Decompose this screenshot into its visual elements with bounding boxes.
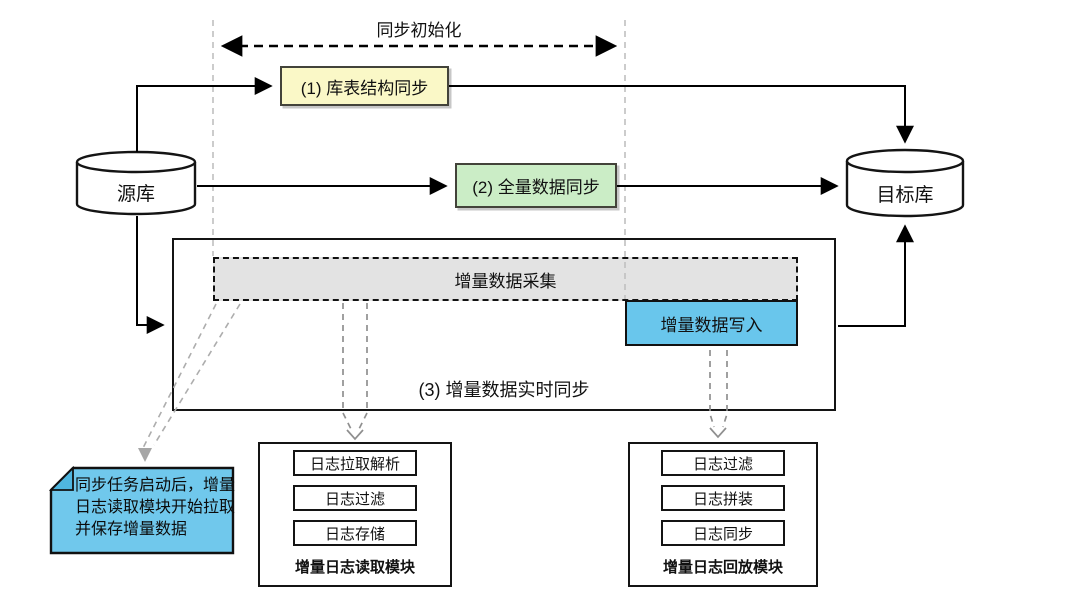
schema-to-target-arrow	[449, 85, 914, 144]
log-sync-label: 日志同步	[692, 525, 753, 543]
target-db-cylinder-icon	[845, 148, 965, 218]
note-line-3: 并保存增量数据	[75, 521, 188, 538]
incremental-capture-box: 增量数据采集	[213, 257, 798, 301]
incremental-to-target-arrow	[838, 224, 914, 327]
log-store-label: 日志存储	[324, 525, 385, 543]
schema-sync-box: (1) 库表结构同步	[280, 66, 449, 106]
note-text: 同步任务启动后，增量 日志读取模块开始拉取 并保存增量数据	[75, 475, 235, 541]
source-db: 源库	[75, 150, 197, 216]
sync-note: 同步任务启动后，增量 日志读取模块开始拉取 并保存增量数据	[48, 465, 235, 555]
log-replay-module-label: 增量日志回放模块	[662, 559, 783, 576]
target-db-label: 目标库	[876, 185, 934, 206]
incremental-write-label: 增量数据写入	[660, 315, 763, 335]
incremental-write-box: 增量数据写入	[625, 300, 798, 346]
full-data-sync-label: (2) 全量数据同步	[472, 178, 600, 197]
write-funnel-arrowhead-icon	[709, 427, 727, 439]
init-phase-label: 同步初始化	[376, 21, 462, 40]
note-line-1: 同步任务启动后，增量	[75, 477, 236, 494]
note-line-2: 日志读取模块开始拉取	[75, 499, 236, 516]
source-to-schema-arrow	[136, 77, 273, 152]
schema-sync-label: (1) 库表结构同步	[300, 78, 429, 98]
replay-log-filter-label: 日志过滤	[692, 455, 753, 473]
log-reader-module: 日志拉取解析 日志过滤 日志存储 增量日志读取模块	[258, 442, 452, 587]
source-db-cylinder-icon	[75, 150, 197, 216]
source-to-incremental-arrow	[136, 216, 165, 334]
log-filter-box: 日志过滤	[293, 485, 417, 511]
full-data-sync-box: (2) 全量数据同步	[455, 163, 617, 208]
log-replay-module: 日志过滤 日志拼装 日志同步 增量日志回放模块	[628, 442, 818, 587]
note-pointer-arrowhead-icon	[138, 448, 152, 462]
log-store-box: 日志存储	[293, 520, 417, 546]
log-assemble-box: 日志拼装	[661, 485, 785, 511]
log-pull-parse-box: 日志拉取解析	[293, 450, 417, 476]
log-reader-module-label: 增量日志读取模块	[294, 559, 415, 576]
source-db-label: 源库	[116, 184, 155, 206]
incremental-capture-label: 增量数据采集	[454, 271, 557, 291]
target-db: 目标库	[845, 148, 965, 218]
realtime-sync-label: (3) 增量数据实时同步	[418, 380, 590, 400]
replay-log-filter-box: 日志过滤	[661, 450, 785, 476]
log-assemble-label: 日志拼装	[692, 490, 753, 508]
capture-funnel-arrowhead-icon	[346, 429, 364, 441]
log-filter-label: 日志过滤	[324, 490, 385, 508]
note-fold-corner-icon	[48, 465, 74, 491]
note-shape	[48, 465, 235, 555]
log-pull-parse-label: 日志拉取解析	[309, 455, 400, 473]
log-sync-box: 日志同步	[661, 520, 785, 546]
